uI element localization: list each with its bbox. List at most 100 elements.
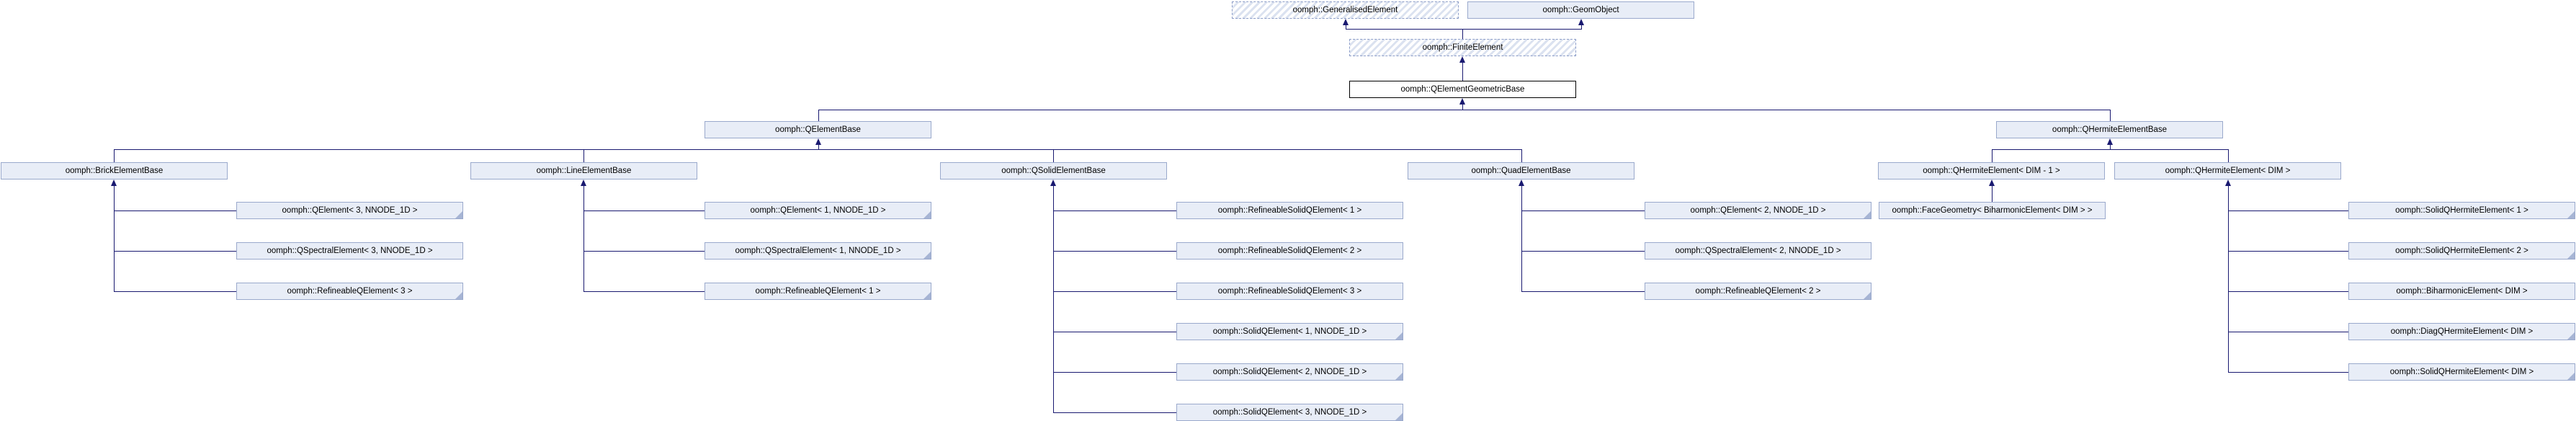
inheritance-edge-segment (1521, 251, 1645, 252)
inheritance-edge-segment (583, 149, 584, 162)
class-node-label: oomph::RefineableSolidQElement< 3 > (1217, 287, 1362, 296)
class-node-generalised-element[interactable]: oomph::GeneralisedElement (1232, 1, 1459, 19)
inheritance-edge-segment (114, 149, 115, 162)
class-node-refineable-q-element-2[interactable]: oomph::RefineableQElement< 2 > (1645, 283, 1871, 300)
truncated-subclasses-fold-corner (2567, 252, 2575, 259)
class-node-q-element-3[interactable]: oomph::QElement< 3, NNODE_1D > (236, 202, 463, 219)
class-node-brick-element-base[interactable]: oomph::BrickElementBase (1, 162, 228, 180)
class-node-line-element-base[interactable]: oomph::LineElementBase (470, 162, 697, 180)
class-node-refineable-q-element-3[interactable]: oomph::RefineableQElement< 3 > (236, 283, 463, 300)
class-node-label: oomph::QElement< 1, NNODE_1D > (750, 206, 886, 215)
class-node-q-element-1[interactable]: oomph::QElement< 1, NNODE_1D > (705, 202, 931, 219)
class-node-q-element-geometric-base[interactable]: oomph::QElementGeometricBase (1349, 81, 1576, 98)
class-node-q-spectral-element-1[interactable]: oomph::QSpectralElement< 1, NNODE_1D > (705, 242, 931, 260)
class-node-label: oomph::SolidQElement< 1, NNODE_1D > (1212, 327, 1367, 336)
class-node-label: oomph::SolidQHermiteElement< 1 > (2395, 206, 2528, 215)
inheritance-edge-segment (1992, 149, 2229, 150)
class-node-label: oomph::SolidQElement< 3, NNODE_1D > (1212, 408, 1367, 417)
inheritance-edge-segment (2228, 291, 2348, 292)
class-node-label: oomph::RefineableQElement< 2 > (1695, 287, 1821, 296)
truncated-subclasses-fold-corner (2567, 332, 2575, 340)
inheritance-edge-segment (818, 110, 819, 121)
inheritance-edge-segment (1346, 29, 1582, 30)
inheritance-arrowhead (1519, 180, 1524, 186)
inheritance-arrowhead (1343, 19, 1349, 25)
class-node-q-element-2[interactable]: oomph::QElement< 2, NNODE_1D > (1645, 202, 1871, 219)
class-node-label: oomph::RefineableSolidQElement< 2 > (1217, 247, 1362, 255)
class-node-biharmonic-element-dim[interactable]: oomph::BiharmonicElement< DIM > (2348, 283, 2575, 300)
class-node-finite-element[interactable]: oomph::FiniteElement (1349, 39, 1576, 56)
inheritance-arrowhead (2225, 180, 2231, 186)
inheritance-edge-segment (583, 291, 705, 292)
inheritance-edge-segment (2228, 251, 2348, 252)
truncated-subclasses-fold-corner (1864, 292, 1871, 299)
class-node-q-hermite-element-dim-minus-1[interactable]: oomph::QHermiteElement< DIM - 1 > (1878, 162, 2105, 180)
class-node-refineable-solid-q-element-1[interactable]: oomph::RefineableSolidQElement< 1 > (1176, 202, 1403, 219)
class-node-label: oomph::QElement< 3, NNODE_1D > (282, 206, 418, 215)
inheritance-arrowhead (815, 138, 821, 145)
class-node-label: oomph::QElement< 2, NNODE_1D > (1690, 206, 1826, 215)
truncated-subclasses-fold-corner (923, 252, 931, 259)
class-node-label: oomph::QSpectralElement< 3, NNODE_1D > (267, 247, 433, 255)
class-node-quad-element-base[interactable]: oomph::QuadElementBase (1408, 162, 1634, 180)
inheritance-edge-segment (1521, 184, 1522, 291)
class-node-q-solid-element-base[interactable]: oomph::QSolidElementBase (940, 162, 1167, 180)
class-node-solid-q-hermite-element-1[interactable]: oomph::SolidQHermiteElement< 1 > (2348, 202, 2575, 219)
inheritance-edge-segment (1581, 22, 1582, 30)
truncated-subclasses-fold-corner (455, 211, 462, 218)
inheritance-arrowhead (1050, 180, 1056, 186)
class-node-q-hermite-element-base[interactable]: oomph::QHermiteElementBase (1996, 121, 2223, 138)
truncated-subclasses-fold-corner (923, 292, 931, 299)
inheritance-edge-segment (1992, 149, 1993, 162)
inheritance-arrowhead (1459, 56, 1465, 63)
inheritance-edge-segment (583, 251, 705, 252)
truncated-subclasses-fold-corner (923, 211, 931, 218)
class-node-label: oomph::FiniteElement (1422, 43, 1503, 52)
class-node-label: oomph::GeomObject (1542, 6, 1619, 14)
class-node-label: oomph::BrickElementBase (65, 167, 164, 175)
class-node-q-spectral-element-2[interactable]: oomph::QSpectralElement< 2, NNODE_1D > (1645, 242, 1871, 260)
class-node-solid-q-element-2[interactable]: oomph::SolidQElement< 2, NNODE_1D > (1176, 363, 1403, 381)
class-node-refineable-solid-q-element-3[interactable]: oomph::RefineableSolidQElement< 3 > (1176, 283, 1403, 300)
class-node-label: oomph::DiagQHermiteElement< DIM > (2390, 327, 2533, 336)
inheritance-arrowhead (1459, 98, 1465, 105)
class-node-solid-q-hermite-element-2[interactable]: oomph::SolidQHermiteElement< 2 > (2348, 242, 2575, 260)
class-node-label: oomph::RefineableQElement< 1 > (755, 287, 881, 296)
inheritance-edge-segment (1053, 412, 1176, 413)
inheritance-edge-segment (1992, 184, 1993, 203)
class-node-geom-object[interactable]: oomph::GeomObject (1467, 1, 1694, 19)
inheritance-edge-segment (2228, 372, 2348, 373)
truncated-subclasses-fold-corner (455, 292, 462, 299)
inheritance-arrowhead (1578, 19, 1584, 25)
inheritance-arrowhead (581, 180, 586, 186)
inheritance-edge-segment (114, 184, 115, 291)
truncated-subclasses-fold-corner (2567, 373, 2575, 380)
class-node-label: oomph::QHermiteElement< DIM > (2165, 167, 2291, 175)
class-node-solid-q-element-1[interactable]: oomph::SolidQElement< 1, NNODE_1D > (1176, 323, 1403, 340)
class-node-solid-q-element-3[interactable]: oomph::SolidQElement< 3, NNODE_1D > (1176, 404, 1403, 421)
class-node-diag-q-hermite-element-dim[interactable]: oomph::DiagQHermiteElement< DIM > (2348, 323, 2575, 340)
class-node-solid-q-hermite-element-dim[interactable]: oomph::SolidQHermiteElement< DIM > (2348, 363, 2575, 381)
inheritance-edge-segment (583, 184, 584, 291)
inheritance-edge-segment (114, 251, 236, 252)
inheritance-edge-segment (1053, 372, 1176, 373)
class-node-refineable-solid-q-element-2[interactable]: oomph::RefineableSolidQElement< 2 > (1176, 242, 1403, 260)
class-node-label: oomph::QuadElementBase (1471, 167, 1571, 175)
class-node-q-element-base[interactable]: oomph::QElementBase (705, 121, 931, 138)
class-node-label: oomph::SolidQHermiteElement< DIM > (2389, 368, 2534, 376)
class-node-label: oomph::RefineableSolidQElement< 1 > (1217, 206, 1362, 215)
class-node-q-hermite-element-dim[interactable]: oomph::QHermiteElement< DIM > (2114, 162, 2341, 180)
inheritance-arrowhead (1989, 180, 1995, 186)
class-node-refineable-q-element-1[interactable]: oomph::RefineableQElement< 1 > (705, 283, 931, 300)
class-node-label: oomph::QElementGeometricBase (1400, 85, 1525, 94)
inheritance-edge-segment (1462, 29, 1463, 39)
class-node-face-geometry-biharmonic-element[interactable]: oomph::FaceGeometry< BiharmonicElement< … (1879, 202, 2106, 219)
inheritance-edge-segment (1053, 149, 1054, 162)
class-node-label: oomph::LineElementBase (536, 167, 632, 175)
inheritance-edge-segment (1521, 149, 1522, 162)
truncated-subclasses-fold-corner (1395, 332, 1403, 340)
inheritance-edge-segment (114, 149, 1522, 150)
inheritance-edge-segment (2110, 110, 2111, 121)
class-node-q-spectral-element-3[interactable]: oomph::QSpectralElement< 3, NNODE_1D > (236, 242, 463, 260)
